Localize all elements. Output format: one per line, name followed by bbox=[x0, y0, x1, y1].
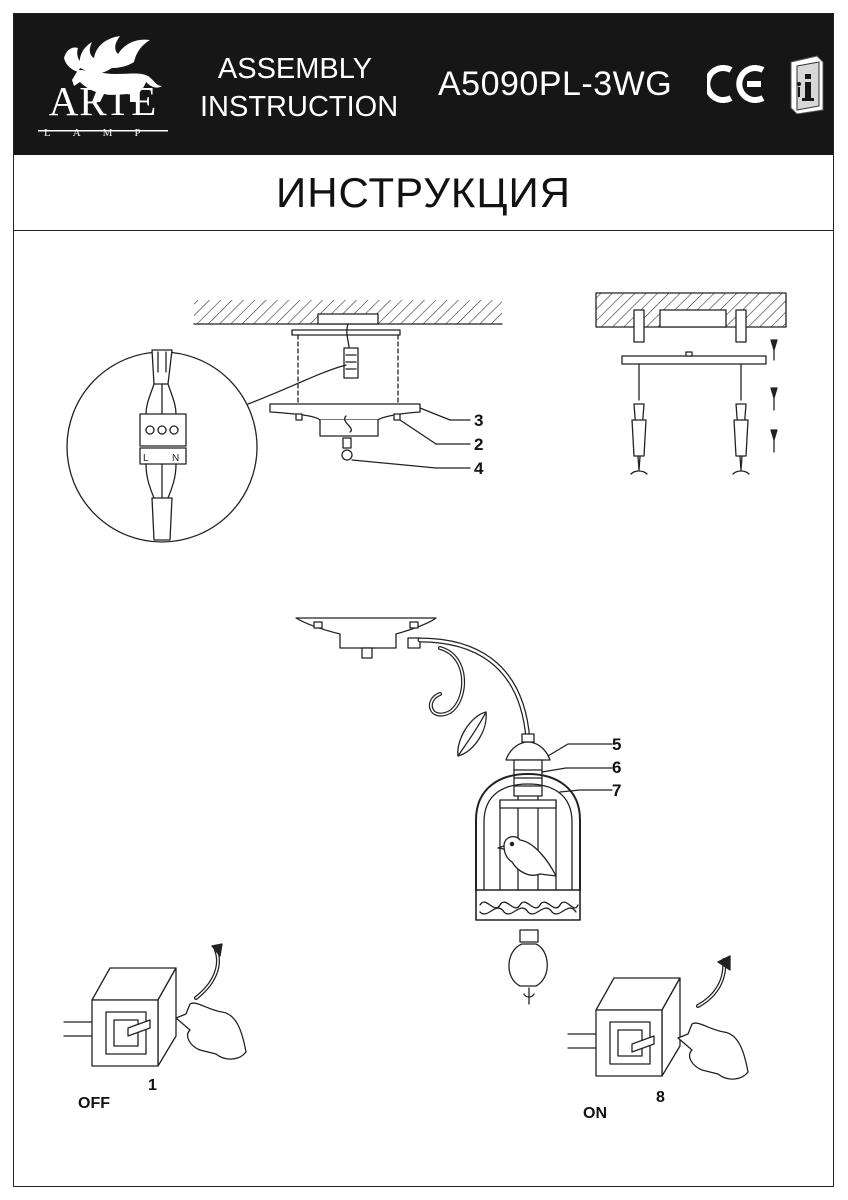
brand-subtitle: LAMP bbox=[44, 127, 163, 139]
header-bar: ARTE LAMP ASSEMBLY INSTRUCTION A5090PL-3… bbox=[14, 14, 833, 155]
switch-on-step: 8 bbox=[656, 1089, 665, 1106]
page-frame: ARTE LAMP ASSEMBLY INSTRUCTION A5090PL-3… bbox=[13, 13, 834, 1187]
part-label-4: 4 bbox=[474, 459, 484, 478]
title-band: ИНСТРУКЦИЯ bbox=[14, 155, 833, 231]
switch-off-step: 1 bbox=[148, 1077, 157, 1094]
griffin-logo-icon bbox=[38, 36, 168, 132]
part-label-7: 7 bbox=[612, 781, 621, 800]
brand-name: ARTE bbox=[48, 78, 158, 124]
title-line-1: ASSEMBLY bbox=[217, 53, 373, 85]
switch-on-state: ON bbox=[583, 1105, 607, 1122]
switch-off-diagram bbox=[63, 943, 247, 1067]
title-line-2: INSTRUCTION bbox=[200, 91, 399, 123]
part-label-6: 6 bbox=[612, 758, 621, 777]
ceiling-wiring-diagram bbox=[66, 300, 503, 543]
page-title: ИНСТРУКЦИЯ bbox=[276, 169, 571, 216]
part-label-3: 3 bbox=[474, 411, 483, 430]
info-manual-icon bbox=[790, 55, 824, 114]
model-number: A5090PL-3WG bbox=[438, 65, 673, 103]
terminal-label-n: N bbox=[172, 453, 179, 464]
part-label-2: 2 bbox=[474, 435, 483, 454]
switch-on-diagram bbox=[567, 955, 749, 1080]
switch-off-state: OFF bbox=[78, 1095, 110, 1112]
assembly-instruction-title: ASSEMBLY INSTRUCTION bbox=[200, 50, 399, 126]
part-label-5: 5 bbox=[612, 735, 621, 754]
ce-mark-icon bbox=[707, 65, 765, 103]
terminal-label-l: L bbox=[143, 453, 149, 464]
ceiling-mounting-diagram bbox=[595, 292, 787, 475]
lamp-assembly-diagram bbox=[295, 617, 613, 1005]
